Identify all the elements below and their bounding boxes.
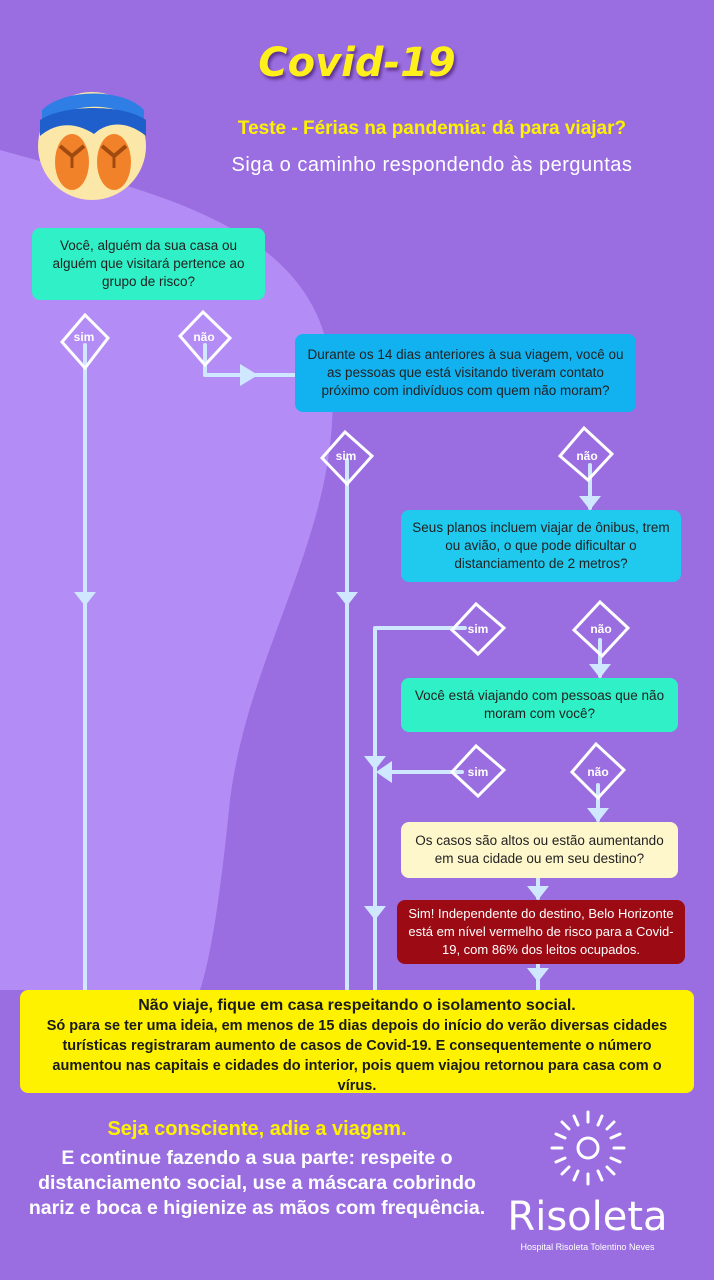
q1-no-label: não (193, 330, 215, 344)
q4-yes-diamond (449, 743, 507, 799)
arrow-q4-yes (376, 761, 392, 783)
q3-yes-diamond (449, 601, 507, 657)
arrow-q5-entry (587, 808, 609, 822)
page-subtitle: Teste - Férias na pandemia: dá para viaj… (237, 118, 627, 139)
q2-yes-diamond (319, 429, 375, 487)
q2-yes-label: sim (335, 449, 357, 463)
alert-box: Sim! Independente do destino, Belo Horiz… (397, 900, 685, 964)
risoleta-logo-icon (550, 1110, 626, 1186)
closing-message: E continue fazendo a sua parte: respeite… (28, 1147, 486, 1219)
arrow-q3-entry (579, 496, 601, 510)
arrow-q2-entry (240, 364, 258, 386)
q3-no-label: não (590, 622, 612, 636)
arrow-result (527, 968, 549, 982)
q4-yes-label: sim (467, 765, 489, 779)
result-headline: Não viaje, fique em casa respeitando o i… (138, 997, 576, 1014)
flip-flops-icon (38, 92, 146, 200)
q4-no-diamond (569, 741, 627, 801)
brand-name: Risoleta (507, 1194, 668, 1240)
q1-no-diamond (177, 309, 233, 368)
q4-no-label: não (587, 765, 609, 779)
q1-yes-label: sim (73, 330, 95, 344)
instruction-text: Siga o caminho respondendo às perguntas (231, 154, 633, 176)
question-2-box: Durante os 14 dias anteriores à sua viag… (295, 334, 636, 412)
question-5-box: Os casos são altos ou estão aumentando e… (401, 822, 678, 878)
arrow-q2-yes (336, 592, 358, 606)
q3-yes-label: sim (467, 622, 489, 636)
brand-subtitle: Hospital Risoleta Tolentino Neves (520, 1242, 655, 1252)
arrow-q3-yes-2 (364, 906, 386, 920)
page-title: Covid-19 (258, 40, 456, 86)
q1-yes-diamond (60, 312, 110, 371)
q2-no-label: não (576, 449, 598, 463)
arrow-alert-entry (527, 886, 549, 900)
arrow-q3-yes (364, 756, 386, 770)
arrow-q1-yes-1 (74, 592, 96, 606)
q3-no-diamond (571, 599, 631, 659)
result-box: Não viaje, fique em casa respeitando o i… (20, 990, 694, 1094)
call-to-action: Seja consciente, adie a viagem. (107, 1118, 407, 1140)
arrow-q4-entry (589, 664, 611, 678)
question-1-box: Você, alguém da sua casa ou alguém que v… (32, 228, 265, 300)
result-body: Só para se ter uma ideia, em menos de 15… (46, 1018, 668, 1094)
q2-no-diamond (557, 425, 615, 483)
question-3-box: Seus planos incluem viajar de ônibus, tr… (401, 510, 681, 582)
question-4-box: Você está viajando com pessoas que não m… (401, 678, 678, 732)
